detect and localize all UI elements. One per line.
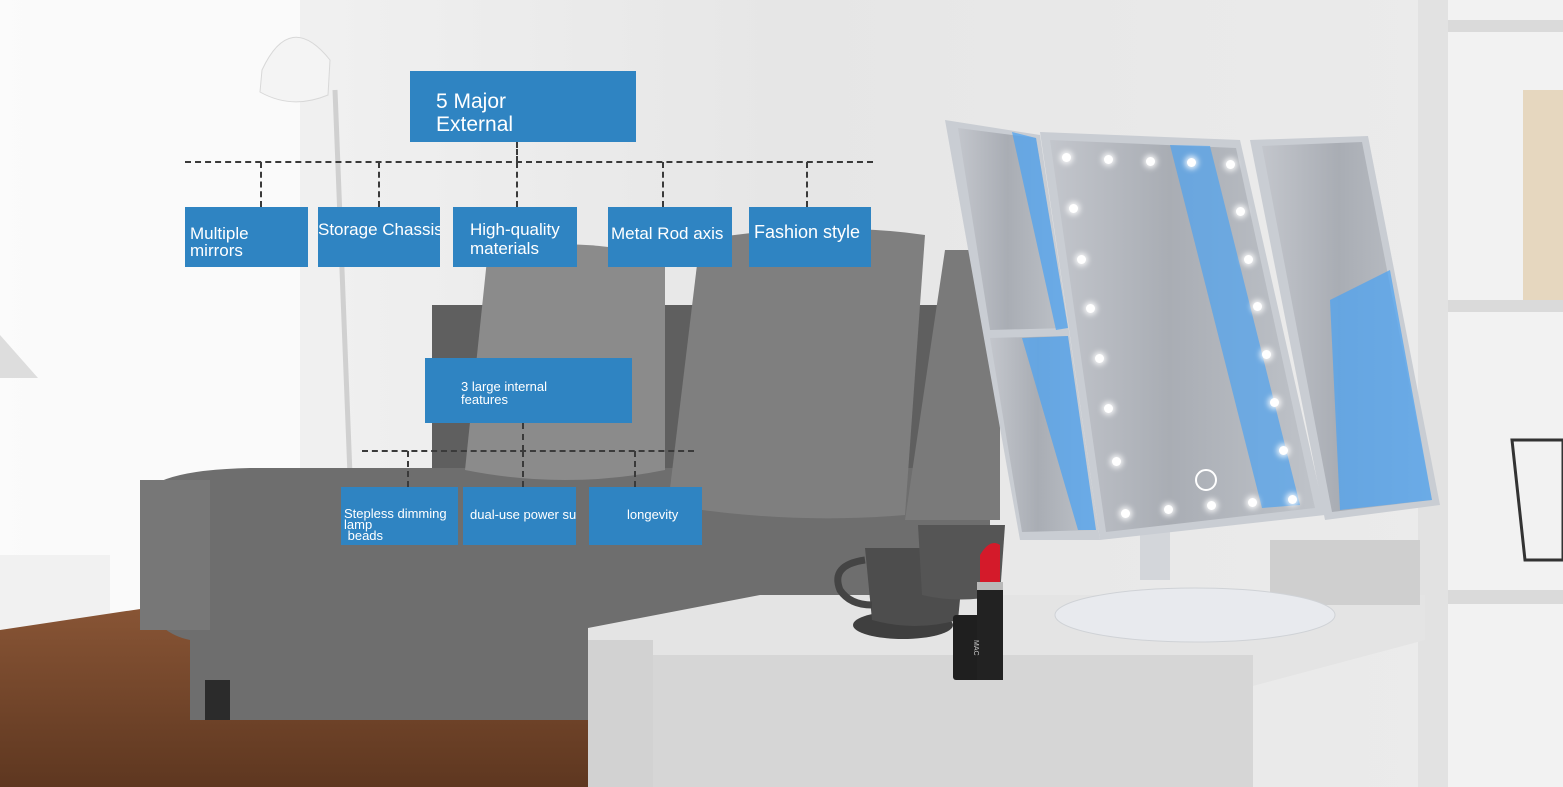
- magazines: [1270, 540, 1420, 605]
- connector-line: [260, 162, 262, 207]
- mirror-base: [1054, 587, 1336, 643]
- lipstick-brand-logo: MAC: [972, 640, 979, 656]
- feature-metal-rod-axis: Metal Rod axis: [608, 207, 732, 267]
- connector-line: [362, 450, 694, 452]
- led-light: [1104, 155, 1113, 164]
- book: [1523, 90, 1563, 300]
- led-light: [1062, 153, 1071, 162]
- connector-line: [522, 423, 524, 451]
- connector-line: [516, 162, 518, 207]
- cushion-right: [905, 250, 1000, 520]
- feature-multiple-mirrors: Multiple mirrors: [185, 207, 308, 267]
- connector-line: [407, 451, 409, 487]
- external-features-title: 5 Major External: [410, 71, 636, 142]
- table-leg: [588, 640, 653, 787]
- led-light: [1069, 204, 1078, 213]
- connector-line: [516, 142, 518, 162]
- led-light: [1146, 157, 1155, 166]
- lipstick-body: [977, 585, 1003, 680]
- led-light: [1112, 457, 1121, 466]
- led-light: [1270, 398, 1279, 407]
- connector-line: [634, 451, 636, 487]
- led-light: [1279, 446, 1288, 455]
- led-light: [1248, 498, 1257, 507]
- feature-dual-use-power-supply: dual-use power supply: [463, 487, 576, 545]
- feature-high-quality-materials: High-quality materials: [453, 207, 577, 267]
- connector-line: [806, 162, 808, 207]
- connector-line: [378, 162, 380, 207]
- led-light: [1164, 505, 1173, 514]
- side-lamp: [0, 335, 38, 378]
- connector-line: [185, 161, 873, 163]
- feature-longevity: longevity: [589, 487, 702, 545]
- led-light: [1187, 158, 1196, 167]
- lipstick-cap: [953, 615, 981, 680]
- led-light: [1095, 354, 1104, 363]
- sofa-arm: [140, 480, 210, 630]
- led-light: [1288, 495, 1297, 504]
- led-light: [1121, 509, 1130, 518]
- led-light: [1086, 304, 1095, 313]
- lamp-pole: [332, 89, 353, 476]
- led-light: [1253, 302, 1262, 311]
- cushion-middle: [668, 228, 925, 519]
- lamp-shade: [259, 36, 331, 103]
- wire-basket: [1510, 438, 1563, 562]
- touch-button: [1195, 469, 1217, 491]
- mirror-stem: [1140, 530, 1170, 580]
- feature-fashion-style: Fashion style: [749, 207, 871, 267]
- led-light: [1262, 350, 1271, 359]
- led-light: [1207, 501, 1216, 510]
- led-light: [1236, 207, 1245, 216]
- led-light: [1104, 404, 1113, 413]
- connector-line: [662, 162, 664, 207]
- feature-storage-chassis: Storage Chassis: [318, 207, 440, 267]
- internal-features-title: 3 large internal features: [425, 358, 632, 423]
- lipstick-bullet: [980, 542, 1000, 582]
- led-light: [1226, 160, 1235, 169]
- connector-line: [522, 451, 524, 487]
- feature-stepless-dimming: Stepless dimming lamp beads: [341, 487, 458, 545]
- led-light: [1244, 255, 1253, 264]
- led-light: [1077, 255, 1086, 264]
